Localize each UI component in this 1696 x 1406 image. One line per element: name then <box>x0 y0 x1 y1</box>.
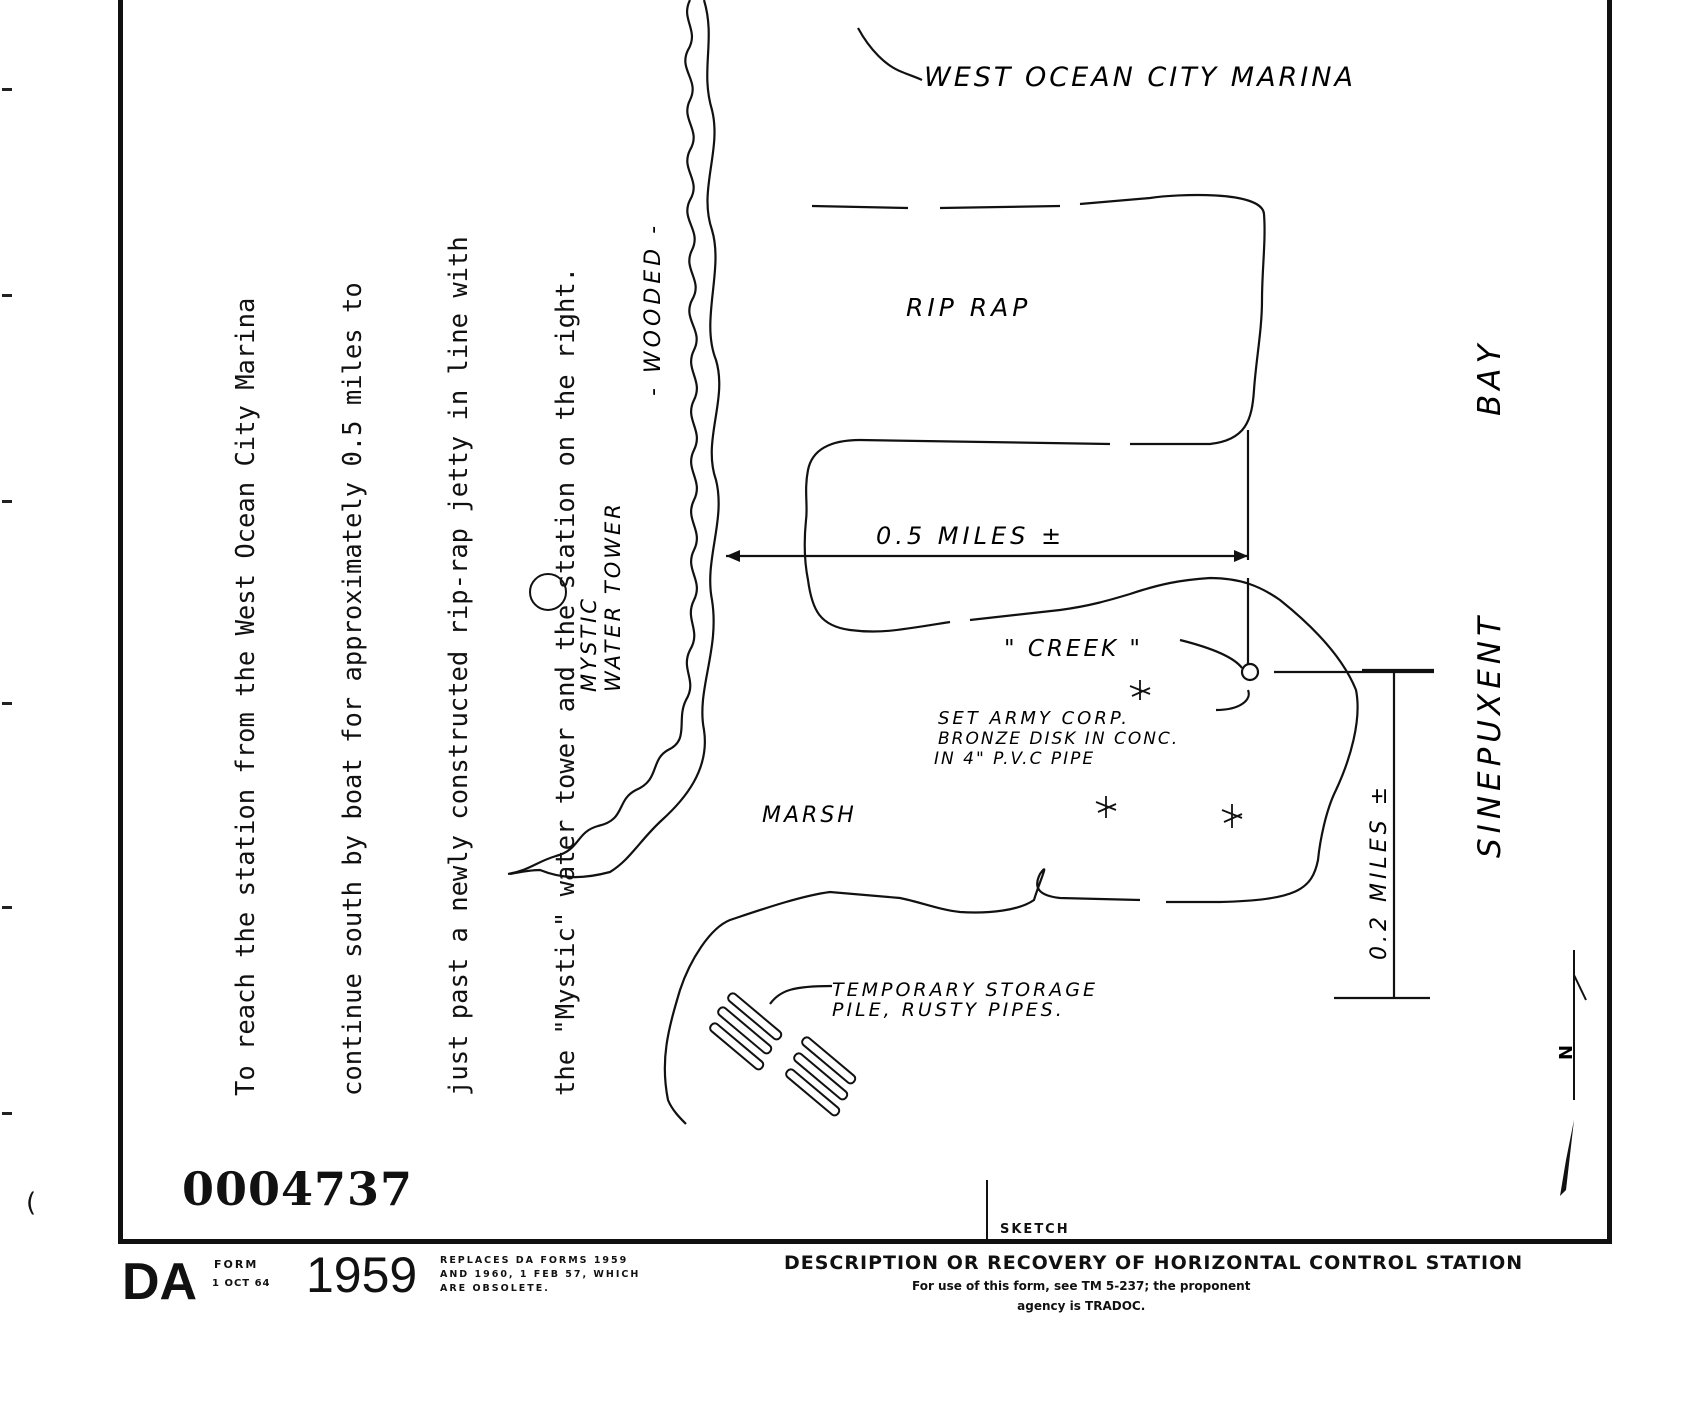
margin-tick <box>2 294 12 297</box>
rip-rap-label: RIP RAP <box>906 293 1031 322</box>
storage-line2: PILE, RUSTY PIPES. <box>832 999 1065 1021</box>
margin-tick <box>2 906 12 909</box>
form-date: 1 OCT 64 <box>212 1278 271 1289</box>
water-tower-label-line2: WATER TOWER <box>601 501 625 692</box>
wooded-shoreline-scallop <box>507 0 698 876</box>
margin-tick <box>2 500 12 503</box>
sketch-section-label: SKETCH <box>1000 1222 1070 1237</box>
form-subtitle: For use of this form, see TM 5-237; the … <box>912 1276 1250 1316</box>
station-note-line2: BRONZE DISK IN CONC. <box>938 729 1179 749</box>
agency-prefix: DA <box>122 1253 198 1311</box>
distance-south-label: 0.2 MILES ± <box>1367 783 1392 960</box>
form-subtitle-line: agency is TRADOC. <box>1017 1299 1146 1313</box>
form-title: DESCRIPTION OR RECOVERY OF HORIZONTAL CO… <box>784 1252 1524 1274</box>
station-note-line3: IN 4" P.V.C PIPE <box>934 749 1095 769</box>
sketch-divider <box>986 1180 988 1244</box>
margin-tick <box>2 1112 12 1115</box>
bay-label-word1: SINEPUXENT <box>1472 612 1508 858</box>
record-number-stamp: 0004737 <box>182 1162 414 1216</box>
creek-label: " CREEK " <box>1004 636 1143 662</box>
storage-leader <box>769 984 833 1005</box>
marsh-label: MARSH <box>762 803 857 828</box>
replaces-note: REPLACES DA FORMS 1959 AND 1960, 1 FEB 5… <box>440 1254 640 1296</box>
arrowhead-left <box>726 550 740 562</box>
replaces-line: ARE OBSOLETE. <box>440 1283 550 1294</box>
creek-leader <box>1179 638 1243 669</box>
station-leader <box>1215 689 1250 712</box>
marina-label: WEST OCEAN CITY MARINA <box>924 62 1356 93</box>
north-arrow-label: N <box>1556 1045 1577 1060</box>
replaces-line: AND 1960, 1 FEB 57, WHICH <box>440 1269 641 1280</box>
form-word: FORM <box>214 1258 259 1271</box>
margin-tick <box>2 88 12 91</box>
arrowhead-right <box>1234 550 1248 562</box>
wooded-shoreline <box>509 0 721 879</box>
form-frame <box>118 0 1612 1244</box>
storage-line1: TEMPORARY STORAGE <box>832 979 1098 1001</box>
replaces-line: REPLACES DA FORMS 1959 <box>440 1255 629 1266</box>
station-note-line1: SET ARMY CORP. <box>938 708 1130 729</box>
water-tower-label-line1: MYSTIC <box>577 596 601 692</box>
rusty-pipes-icon <box>709 992 857 1117</box>
form-number: 1959 <box>306 1247 418 1303</box>
station-mark <box>1240 662 1260 682</box>
rip-rap-jetty <box>663 193 1359 1125</box>
margin-tick <box>2 702 12 705</box>
marsh-grass-icons <box>1095 680 1243 828</box>
stray-mark: ( <box>26 1188 37 1218</box>
distance-east-label: 0.5 MILES ± <box>876 522 1065 550</box>
water-tower-icon <box>529 573 567 611</box>
marina-shoreline <box>857 27 923 81</box>
wooded-label: - WOODED - <box>641 222 666 396</box>
form-subtitle-line: For use of this form, see TM 5-237; the … <box>912 1279 1251 1293</box>
north-arrow-icon <box>1560 950 1587 1196</box>
bay-label-word2: BAY <box>1472 340 1508 416</box>
